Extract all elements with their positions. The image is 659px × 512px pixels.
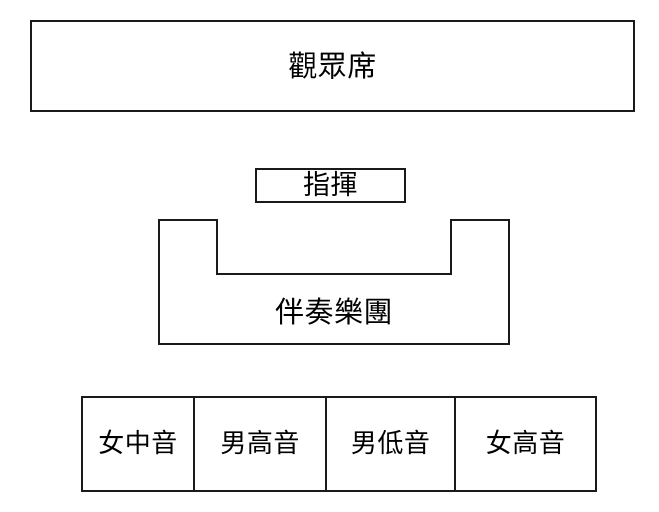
orchestra-pit-box: 伴奏樂團 [158,219,510,345]
voice-part-cell: 女高音 [454,398,595,490]
audience-seating-box: 觀眾席 [30,20,635,112]
audience-seating-label: 觀眾席 [288,48,377,83]
voice-part-label: 女中音 [98,429,178,459]
voice-part-cell: 男高音 [193,398,325,490]
voice-part-cell: 女中音 [83,398,193,490]
voice-part-cell: 男低音 [325,398,454,490]
conductor-box: 指揮 [255,168,406,203]
voice-part-label: 男低音 [350,429,431,459]
orchestra-pit-outline [158,219,510,345]
voice-part-label: 女高音 [485,429,566,459]
conductor-label: 指揮 [303,170,358,201]
voice-part-label: 男高音 [220,429,300,459]
voice-parts-row: 女中音 男高音 男低音 女高音 [81,396,597,492]
